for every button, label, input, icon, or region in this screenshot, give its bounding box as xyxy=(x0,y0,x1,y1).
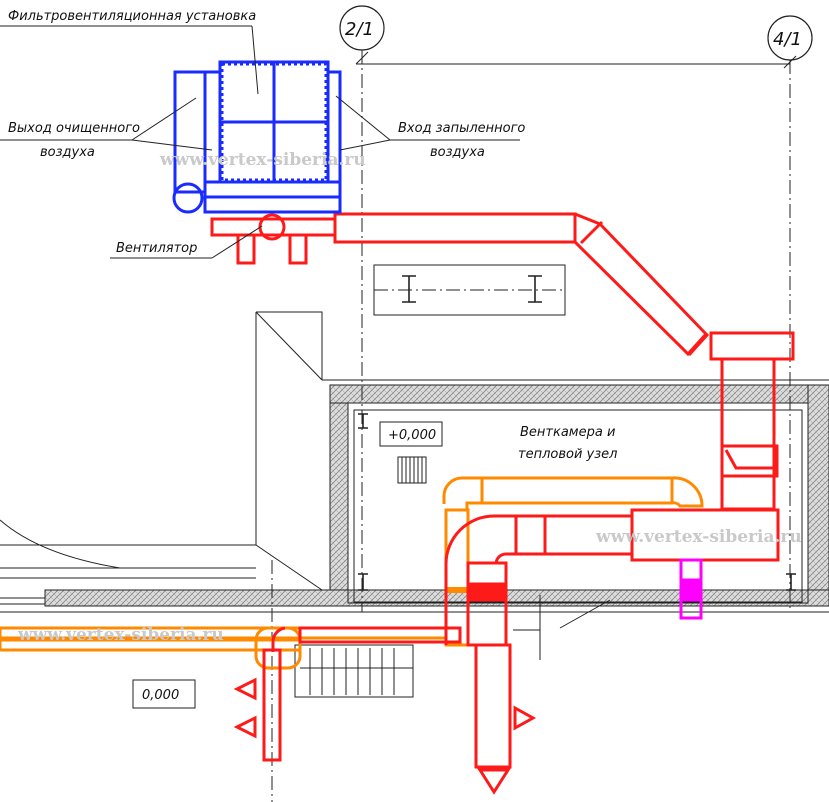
label-clean-air-1: Выход очищенного xyxy=(8,121,140,136)
axis-4-1 xyxy=(767,15,813,612)
duct-red xyxy=(210,212,795,795)
wall-left xyxy=(329,384,349,606)
building-outline xyxy=(0,264,829,698)
watermark-1: www.vertex-siberia.ru xyxy=(159,150,366,170)
label-dusty-air-2: воздуха xyxy=(430,145,485,160)
beam-symbols xyxy=(358,413,796,591)
watermark-3: www.vertex-siberia.ru xyxy=(17,625,224,645)
leader-lines xyxy=(0,25,520,259)
wall-top xyxy=(329,384,829,404)
filter-unit xyxy=(172,60,342,214)
level-outside-text: 0,000 xyxy=(142,688,179,703)
label-vent-room-1: Венткамера и xyxy=(520,425,615,440)
axis-label-2-1: 2/1 xyxy=(345,19,374,40)
label-fan: Вентилятор xyxy=(116,241,197,256)
watermark-2: www.vertex-siberia.ru xyxy=(595,527,802,547)
axis-label-4-1: 4/1 xyxy=(773,29,802,50)
level-mark-outside: 0,000 xyxy=(132,679,196,709)
level-inside-text: +0,000 xyxy=(388,428,436,443)
duct-magenta xyxy=(679,558,703,620)
label-vent-room-2: тепловой узел xyxy=(518,447,617,462)
label-filter-unit: Фильтровентиляционная установка xyxy=(8,9,256,24)
level-mark-inside: +0,000 xyxy=(379,421,443,447)
wall-bottom xyxy=(44,589,829,607)
stairs xyxy=(294,595,611,698)
label-dusty-air-1: Вход запыленного xyxy=(398,121,525,136)
label-clean-air-2: воздуха xyxy=(40,145,95,160)
axis-2-1 xyxy=(339,5,790,612)
wall-right xyxy=(807,384,829,606)
grille-symbol xyxy=(397,456,427,484)
